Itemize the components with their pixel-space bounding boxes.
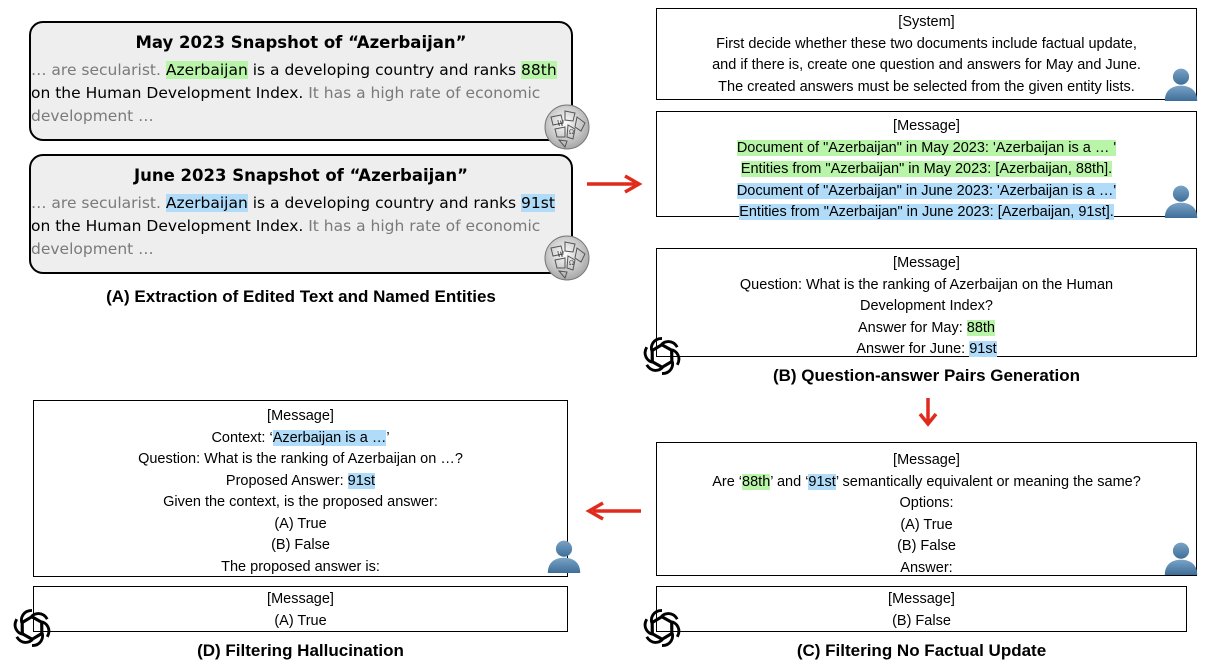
june-snapshot-title: June 2023 Snapshot of “Azerbaijan” — [133, 166, 468, 185]
equiv-text-pre: Are ‘ — [712, 473, 743, 490]
message-header: [Message] — [893, 118, 960, 134]
system-line: and if there is, create one question and… — [712, 57, 1141, 73]
hallucination-message-box: [Message] Context: ‘Azerbaijan is a …’ Q… — [33, 400, 581, 578]
may-entities-line: Entities from "Azerbaijan" in May 2023: … — [740, 161, 1113, 177]
qa-question-line2: Development Index? — [860, 298, 993, 314]
system-line: First decide whether these two documents… — [716, 35, 1137, 52]
message-header: [Message] — [888, 591, 955, 607]
message-header: [Message] — [893, 452, 960, 468]
context-label: Context: ‘ — [211, 429, 273, 446]
message-header: [Message] — [267, 408, 334, 424]
may-entity-highlight: Azerbaijan — [165, 61, 248, 79]
may-text-line2: on the Human Development Index. — [31, 84, 304, 102]
option-b: (B) False — [897, 538, 956, 554]
equivalence-reply-text: [Message] (B) False — [657, 589, 1186, 632]
june-document-line: Document of "Azerbaijan" in June 2023: '… — [736, 182, 1117, 199]
may-text-mid: is a developing country and ranks — [247, 61, 522, 79]
caption-b: (B) Question-answer Pairs Generation — [772, 366, 1080, 385]
june-rank-highlight: 91st — [521, 194, 555, 212]
june-snapshot-card: June 2023 Snapshot of “Azerbaijan” … are… — [29, 154, 590, 281]
option-a: (A) True — [274, 515, 327, 532]
equivalence-reply-box: [Message] (B) False — [656, 586, 1187, 632]
may-snapshot-title: May 2023 Snapshot of “Azerbaijan” — [135, 33, 467, 52]
reply-answer: (A) True — [274, 612, 327, 629]
june-entity-highlight: Azerbaijan — [165, 194, 248, 212]
caption-c: (C) Filtering No Factual Update — [796, 641, 1047, 660]
message-header: [Message] — [267, 591, 334, 607]
june-text-prefix: … are secularist. — [31, 194, 166, 212]
system-line: The created answers must be selected fro… — [718, 78, 1135, 95]
answer-may-value: 88th — [966, 319, 995, 336]
may-snapshot-card: May 2023 Snapshot of “Azerbaijan” … are … — [29, 21, 590, 150]
hallucination-reply-box: [Message] (A) True — [33, 586, 568, 632]
june-text-line2: on the Human Development Index. — [31, 217, 304, 235]
hallucination-message-text: [Message] Context: ‘Azerbaijan is a …’ Q… — [34, 406, 567, 578]
user-icon — [1164, 185, 1198, 218]
user-icon — [1164, 542, 1198, 575]
june-text-line3: development … — [31, 240, 154, 258]
hallucination-reply-text: [Message] (A) True — [34, 589, 567, 632]
equivalence-message-text: [Message] Are ‘88th’ and ‘91st’ semantic… — [657, 450, 1196, 579]
june-text-mid: is a developing country and ranks — [247, 194, 522, 212]
red-arrow-icon — [585, 501, 641, 521]
equiv-text-post: ’ semantically equivalent or meaning the… — [835, 473, 1141, 490]
red-arrow-icon — [587, 174, 643, 194]
equiv-may-value: 88th — [742, 473, 771, 490]
june-snapshot-text: … are secularist. Azerbaijan is a develo… — [31, 192, 571, 261]
user-icon — [547, 540, 581, 573]
red-arrow-icon — [918, 398, 938, 427]
question-line: Question: What is the ranking of Azerbai… — [138, 451, 463, 467]
equiv-june-value: 91st — [808, 473, 836, 490]
context-value: Azerbaijan is a … — [272, 429, 387, 446]
message-header: [Message] — [893, 255, 960, 271]
caption-d: (D) Filtering Hallucination — [197, 641, 404, 660]
qa-question-line1: Question: What is the ranking of Azerbai… — [739, 276, 1114, 293]
may-text-grey-tail: It has a high rate of economic — [303, 84, 541, 102]
options-label: Options: — [899, 495, 954, 511]
equivalence-message-box: [Message] Are ‘88th’ and ‘91st’ semantic… — [656, 442, 1198, 579]
equiv-text-mid: ’ and ‘ — [770, 473, 809, 490]
proposed-answer-label: Proposed Answer: — [225, 472, 348, 489]
proposed-answer-value: 91st — [347, 472, 376, 489]
system-prompt-text: [System] First decide whether these two … — [657, 12, 1196, 98]
given-context-line: Given the context, is the proposed answe… — [163, 494, 438, 510]
may-snapshot-text: … are secularist. Azerbaijan is a develo… — [31, 59, 571, 128]
qa-message-box: [Message] Question: What is the ranking … — [656, 248, 1197, 357]
answer-label: Answer: — [900, 559, 953, 576]
june-entities-line: Entities from "Azerbaijan" in June 2023:… — [739, 204, 1114, 220]
june-text-grey-tail: It has a high rate of economic — [303, 217, 541, 235]
reply-answer: (B) False — [892, 612, 951, 629]
answer-june-value: 91st — [969, 341, 997, 357]
system-prompt-box: [System] First decide whether these two … — [656, 8, 1198, 101]
answer-june-label: Answer for June: — [856, 341, 970, 357]
user-icon — [1164, 68, 1198, 101]
wikipedia-globe-icon — [544, 104, 590, 150]
entity-message-text: [Message] Document of "Azerbaijan" in Ma… — [657, 116, 1196, 224]
wikipedia-globe-icon — [544, 235, 590, 281]
qa-message-text: [Message] Question: What is the ranking … — [657, 253, 1196, 361]
option-b: (B) False — [271, 537, 330, 553]
context-end: ’ — [386, 429, 390, 446]
may-rank-highlight: 88th — [521, 61, 557, 79]
may-text-prefix: … are secularist. — [31, 61, 166, 79]
may-text-line3: development … — [31, 107, 154, 125]
answer-may-label: Answer for May: — [857, 319, 967, 336]
final-prompt-line: The proposed answer is: — [221, 558, 380, 575]
entity-message-box: [Message] Document of "Azerbaijan" in Ma… — [656, 111, 1198, 220]
caption-a: (A) Extraction of Edited Text and Named … — [106, 287, 496, 306]
may-document-line: Document of "Azerbaijan" in May 2023: 'A… — [736, 139, 1117, 156]
system-header: [System] — [898, 14, 955, 30]
option-a: (A) True — [900, 516, 953, 533]
